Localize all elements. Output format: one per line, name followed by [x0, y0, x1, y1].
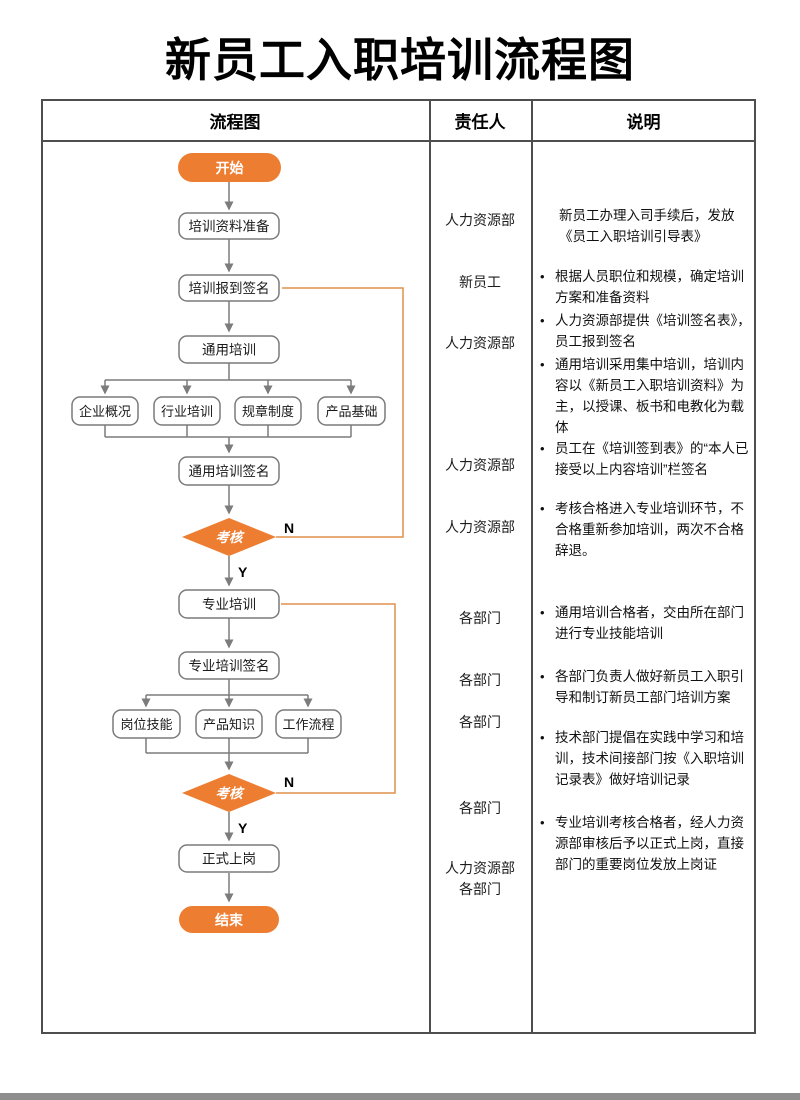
special-sign-node-label: 专业培训签名: [189, 658, 270, 674]
branch2-top: [146, 679, 308, 696]
owner-item-2: 人力资源部: [445, 335, 515, 351]
exam1-yes-label: Y: [238, 564, 248, 580]
bullet-icon: •: [540, 269, 545, 284]
owner-item-6: 各部门: [459, 672, 501, 688]
special-training-node: 专业培训: [178, 589, 280, 619]
end-node: 结束: [179, 906, 279, 933]
loop-exam1-to-checkin: [276, 287, 404, 538]
page-bottom-edge: [0, 1093, 800, 1100]
note-text-1: 根据人员职位和规模，确定培训方案和准备资料: [555, 269, 744, 305]
owner-item-4: 人力资源部: [445, 519, 515, 535]
special-topic-node-0: 岗位技能: [112, 709, 181, 739]
note-item-3: • 通用培训采用集中培训，培训内容以《新员工入职培训资料》为主，以授课、板书和电…: [539, 354, 753, 438]
owner-item-8: 各部门: [459, 800, 501, 816]
exam1-diamond: 考核: [182, 518, 276, 556]
exam1-diamond-label: 考核: [216, 530, 245, 545]
loop-exam2-to-special: [276, 603, 396, 794]
branch1-bottom: [104, 425, 352, 438]
bullet-icon: •: [540, 441, 545, 456]
page-title: 新员工入职培训流程图: [165, 34, 635, 86]
special-topic-label-0: 岗位技能: [120, 717, 172, 732]
owner-item-7: 各部门: [459, 714, 501, 730]
note-text-5: 考核合格进入专业培训环节，不合格重新参加培训，两次不合格辞退。: [555, 501, 744, 558]
general-topic-label-0: 企业概况: [79, 404, 131, 419]
special-topic-label-1: 产品知识: [203, 717, 255, 732]
bullet-icon: •: [540, 605, 545, 620]
exam2-diamond-label: 考核: [216, 786, 245, 801]
general-topic-label-2: 规章制度: [242, 404, 294, 419]
special-topic-node-1: 产品知识: [195, 709, 263, 739]
note-item-4: • 员工在《培训签到表》的“本人已接受以上内容培训”栏签名: [539, 438, 753, 480]
column-divider-2: [531, 101, 533, 1032]
bullet-icon: •: [540, 501, 545, 516]
general-training-node-label: 通用培训: [202, 343, 256, 358]
flowchart-svg: 开始 培训资料准备 培训报到签名 通用培训 企业概况 行业培训 规章制度: [71, 153, 404, 933]
exam1-no-label: N: [284, 520, 294, 536]
special-topic-label-2: 工作流程: [282, 717, 334, 732]
owner-item-5: 各部门: [459, 610, 501, 626]
note-item-5: • 考核合格进入专业培训环节，不合格重新参加培训，两次不合格辞退。: [539, 498, 753, 561]
owner-item-9-line1: 人力资源部: [445, 860, 515, 876]
note-text-7: 各部门负责人做好新员工入职引导和制订新员工部门培训方案: [555, 669, 744, 705]
column-header-owner: 责任人: [454, 113, 506, 132]
exam2-diamond: 考核: [182, 774, 276, 812]
exam2-no-label: N: [284, 774, 294, 790]
note-text-4: 员工在《培训签到表》的“本人已接受以上内容培训”栏签名: [555, 441, 749, 477]
note-text-9: 专业培训考核合格者，经人力资源部审核后予以正式上岗，直接部门的重要岗位发放上岗证: [555, 815, 744, 872]
bullet-icon: •: [540, 669, 545, 684]
general-topic-node-1: 行业培训: [153, 396, 221, 426]
general-topic-node-2: 规章制度: [234, 396, 302, 426]
bullet-icon: •: [540, 313, 545, 328]
general-topic-node-3: 产品基础: [317, 396, 386, 426]
note-item-9: • 专业培训考核合格者，经人力资源部审核后予以正式上岗，直接部门的重要岗位发放上…: [539, 812, 753, 875]
process-table-frame: [41, 99, 756, 1034]
general-training-node: 通用培训: [178, 335, 280, 364]
note-item-2: • 人力资源部提供《培训签名表》，员工报到签名: [539, 310, 753, 352]
column-header-note: 说明: [626, 113, 661, 132]
note-text-6: 通用培训合格者，交由所在部门进行专业技能培训: [555, 605, 744, 641]
column-header-flowchart: 流程图: [209, 113, 261, 132]
branch2-bottom: [145, 738, 309, 754]
onboard-node-label: 正式上岗: [202, 852, 256, 867]
owner-item-1: 新员工: [459, 274, 501, 290]
prep-node: 培训资料准备: [178, 212, 280, 240]
special-training-node-label: 专业培训: [202, 597, 256, 612]
general-topic-label-3: 产品基础: [325, 404, 377, 419]
special-sign-node: 专业培训签名: [178, 651, 280, 680]
general-sign-node: 通用培训签名: [178, 456, 280, 486]
note-item-7: • 各部门负责人做好新员工入职引导和制订新员工部门培训方案: [539, 666, 753, 708]
note-text-2: 人力资源部提供《培训签名表》，员工报到签名: [555, 313, 751, 349]
column-divider-1: [429, 101, 431, 1032]
start-node: 开始: [178, 153, 281, 182]
note-text-3: 通用培训采用集中培训，培训内容以《新员工入职培训资料》为主，以授课、板书和电教化…: [555, 357, 744, 435]
checkin-node: 培训报到签名: [178, 274, 280, 302]
owner-item-0: 人力资源部: [445, 212, 515, 228]
note-text-8: 技术部门提倡在实践中学习和培训，技术间接部门按《入职培训记录表》做好培训记录: [555, 730, 744, 787]
note-item-6: • 通用培训合格者，交由所在部门进行专业技能培训: [539, 602, 753, 644]
bullet-icon: •: [540, 730, 545, 745]
start-node-label: 开始: [216, 160, 244, 176]
owner-item-9-line2: 各部门: [459, 881, 501, 897]
note-text-0: 新员工办理入司手续后，发放《员工入职培训引导表》: [559, 208, 735, 244]
general-topic-node-0: 企业概况: [71, 396, 139, 426]
special-topic-node-2: 工作流程: [275, 709, 342, 739]
header-divider: [43, 140, 754, 142]
end-node-label: 结束: [215, 912, 244, 928]
prep-node-label: 培训资料准备: [189, 218, 270, 234]
note-item-1: • 根据人员职位和规模，确定培训方案和准备资料: [539, 266, 753, 308]
checkin-node-label: 培训报到签名: [189, 280, 270, 296]
general-sign-node-label: 通用培训签名: [189, 463, 270, 479]
bullet-icon: •: [540, 357, 545, 372]
branch1-top: [105, 363, 351, 381]
owner-item-9: 人力资源部 各部门: [429, 858, 531, 900]
note-item-8: • 技术部门提倡在实践中学习和培训，技术间接部门按《入职培训记录表》做好培训记录: [539, 727, 753, 790]
bullet-icon: •: [540, 815, 545, 830]
owner-item-3: 人力资源部: [445, 457, 515, 473]
onboard-node: 正式上岗: [178, 844, 280, 873]
exam2-yes-label: Y: [238, 820, 248, 836]
general-topic-label-1: 行业培训: [161, 404, 213, 419]
note-item-0: 新员工办理入司手续后，发放《员工入职培训引导表》: [539, 205, 753, 247]
